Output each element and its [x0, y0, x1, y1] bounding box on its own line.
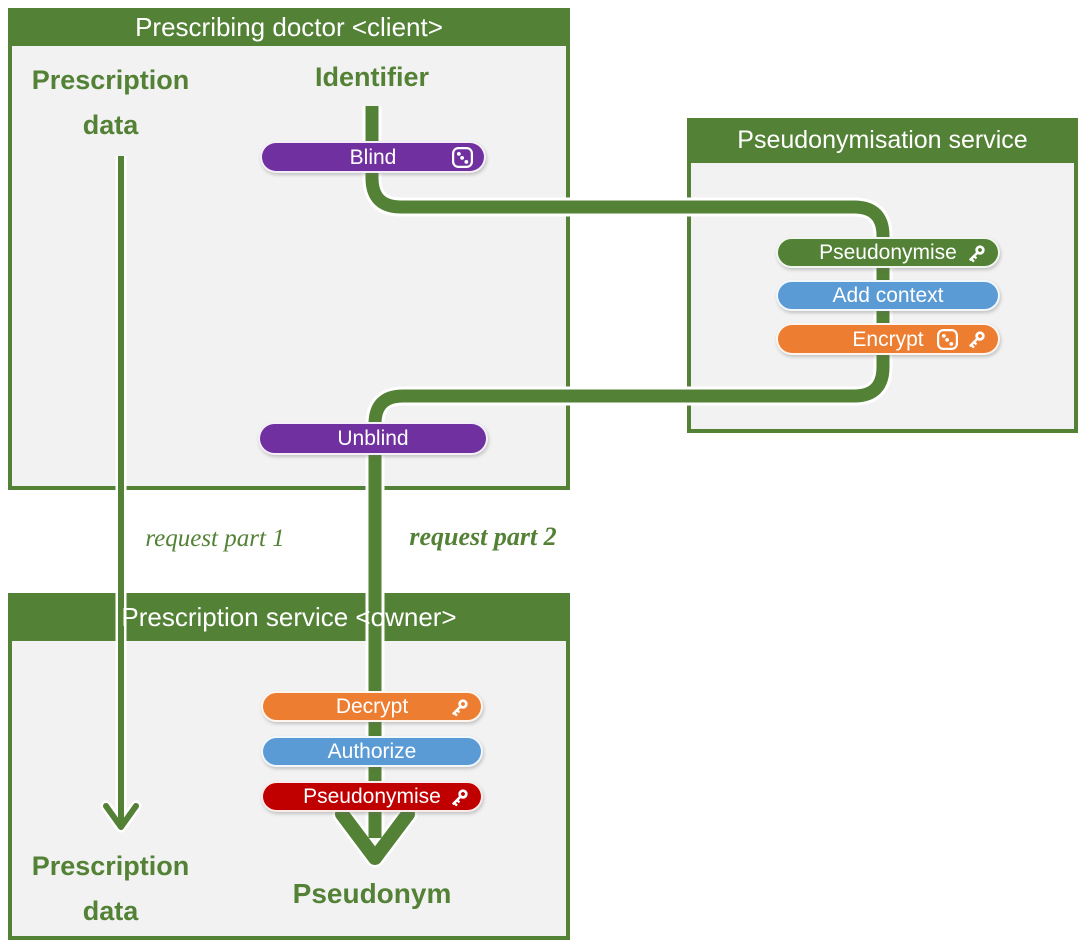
dice-icon: [452, 146, 473, 168]
blind-pill-icons: [451, 146, 474, 169]
add-context-pill: Add context: [776, 280, 1000, 311]
decrypt-pill-icons: [449, 696, 471, 718]
unblind-pill-label: Unblind: [337, 427, 409, 450]
prescription-data-bottom-line2: data: [82, 896, 139, 926]
prescription-data-top-label: Prescription data: [8, 58, 213, 148]
decrypt-pill: Decrypt: [261, 691, 483, 722]
prescription-data-top-line2: data: [82, 110, 139, 140]
encrypt-pill: Encrypt: [776, 323, 1000, 355]
service-box-title: Pseudonymisation service: [737, 126, 1028, 154]
key-icon: [452, 788, 468, 806]
pseudonymise-service-pill-icons: [966, 242, 988, 264]
prescription-data-top-line1: Prescription: [31, 65, 190, 95]
prescription-data-bottom-label: Prescription data: [8, 844, 213, 934]
key-icon: [969, 331, 985, 349]
pseudonymise-service-pill: Pseudonymise: [776, 237, 1000, 268]
doctor-box-header: Prescribing doctor <client>: [8, 8, 570, 46]
pseudonym-label: Pseudonym: [292, 878, 452, 909]
service-box-header: Pseudonymisation service: [687, 118, 1078, 163]
request-part-1-label: request part 1: [145, 525, 285, 552]
unblind-pill: Unblind: [258, 422, 488, 455]
authorize-pill-label: Authorize: [327, 740, 417, 763]
service-box: Pseudonymisation service: [687, 118, 1078, 433]
add-context-pill-label: Add context: [832, 284, 944, 307]
key-icon: [969, 244, 985, 262]
encrypt-pill-icons: [936, 328, 988, 351]
authorize-pill: Authorize: [261, 736, 483, 767]
key-icon: [452, 698, 468, 716]
blind-pill: Blind: [260, 141, 486, 173]
prescription-data-bottom-line1: Prescription: [31, 851, 190, 881]
pseudonymise-owner-pill: Pseudonymise: [261, 781, 483, 812]
owner-box-header: Prescription service <owner>: [8, 593, 570, 641]
pseudonymise-owner-pill-icons: [449, 786, 471, 808]
pseudonymise-service-pill-label: Pseudonymise: [819, 241, 957, 264]
identifier-label: Identifier: [314, 62, 429, 92]
dice-icon: [937, 328, 958, 350]
doctor-box-title: Prescribing doctor <client>: [135, 11, 443, 42]
request-part-2-label: request part 2: [409, 522, 557, 551]
owner-box-title: Prescription service <owner>: [121, 601, 457, 632]
